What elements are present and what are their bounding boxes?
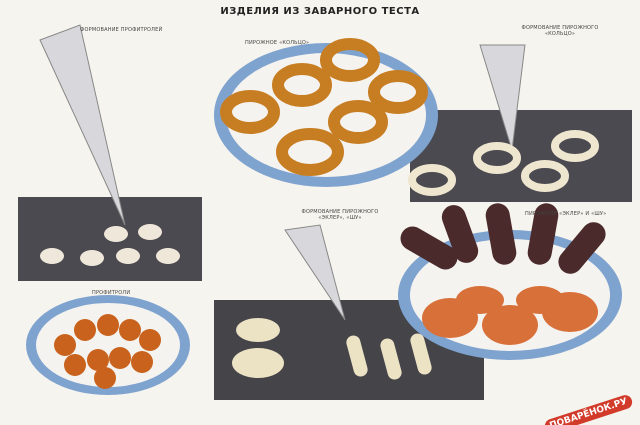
piped-profiteroles	[40, 224, 180, 266]
piping-bags	[39, 24, 526, 321]
eclairs	[400, 203, 606, 274]
poster-title: ИЗДЕЛИЯ ИЗ ЗАВАРНОГО ТЕСТА	[220, 6, 420, 17]
piped-rings	[408, 130, 599, 196]
choux-pastries	[422, 286, 598, 345]
label-ring-pastry: ПИРОЖНОЕ «КОЛЬЦО»	[245, 40, 310, 46]
label-ring-forming: ФОРМОВАНИЕ ПИРОЖНОГО «КОЛЬЦО»	[521, 25, 599, 37]
label-eclair-pastry: ПИРОЖНОЕ «ЭКЛЕР» И «ШУ»	[525, 211, 607, 217]
label-eclair-forming: ФОРМОВАНИЕ ПИРОЖНОГО «ЭКЛЕР», «ШУ»	[301, 209, 379, 221]
label-profiteroles: ПРОФИТРОЛИ	[92, 290, 131, 296]
piped-eclairs	[232, 318, 432, 380]
ring-pastries	[220, 38, 428, 176]
label-profiterole-forming: ФОРМОВАНИЕ ПРОФИТРОЛЕЙ	[80, 27, 163, 33]
profiteroles	[54, 314, 161, 389]
